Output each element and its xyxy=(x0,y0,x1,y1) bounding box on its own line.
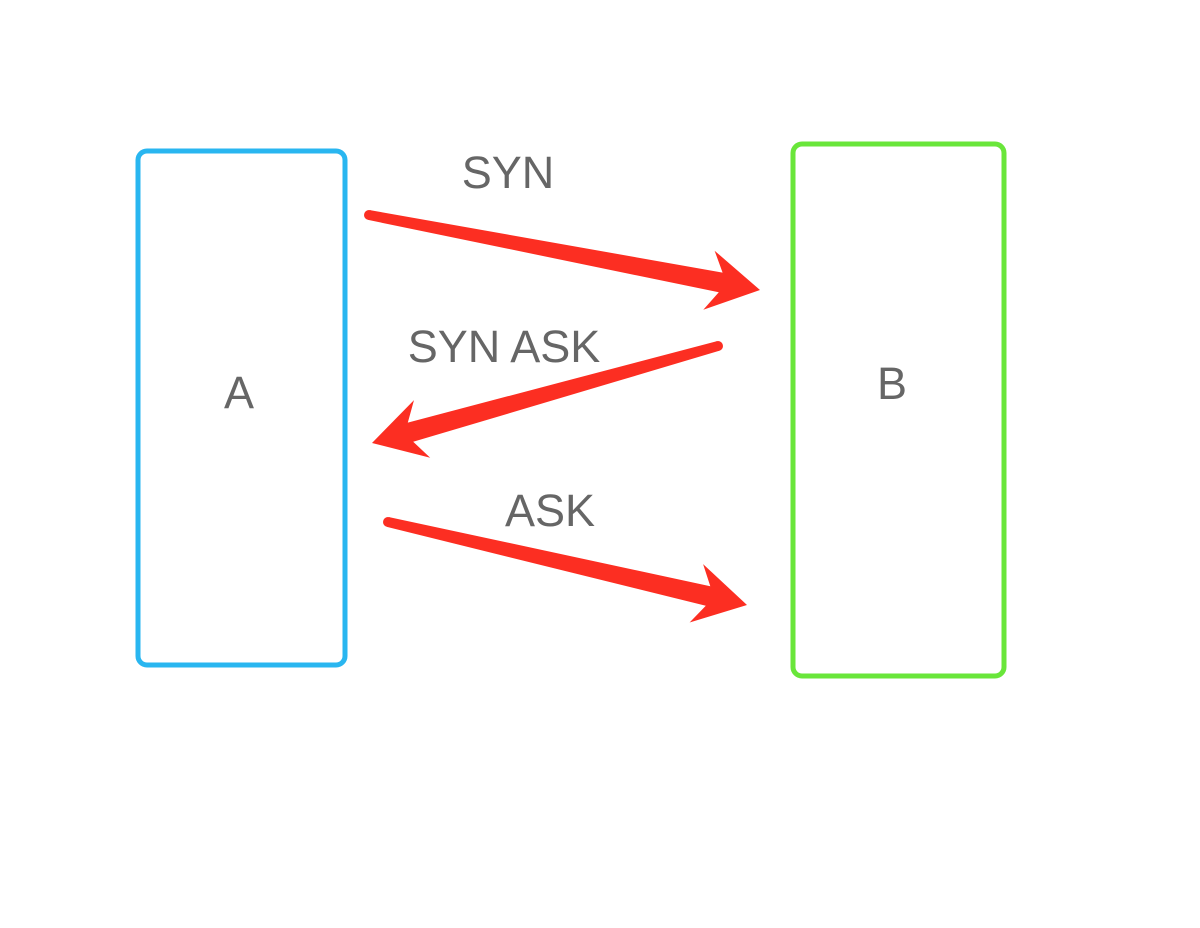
arrow-ask-shape xyxy=(386,517,747,623)
arrow-syn-ask-tail xyxy=(713,341,723,351)
arrow-syn-ask: SYN ASK xyxy=(372,321,723,458)
arrow-syn-tail xyxy=(364,210,374,220)
arrow-syn-ask-shape xyxy=(372,341,720,458)
arrow-ask-tail xyxy=(383,517,393,527)
arrow-syn-ask-label: SYN ASK xyxy=(408,321,601,372)
arrow-syn-shape xyxy=(368,210,760,310)
node-b-label: B xyxy=(877,358,907,409)
node-a-box xyxy=(135,148,348,668)
arrow-ask-label: ASK xyxy=(505,485,595,536)
node-a-label: A xyxy=(224,367,254,418)
arrow-ask: ASK xyxy=(383,485,747,623)
node-b-box xyxy=(790,141,1007,679)
node-a: A xyxy=(135,148,348,668)
arrow-syn-label: SYN xyxy=(462,147,555,198)
arrow-syn: SYN xyxy=(364,147,760,310)
node-b: B xyxy=(790,141,1007,679)
